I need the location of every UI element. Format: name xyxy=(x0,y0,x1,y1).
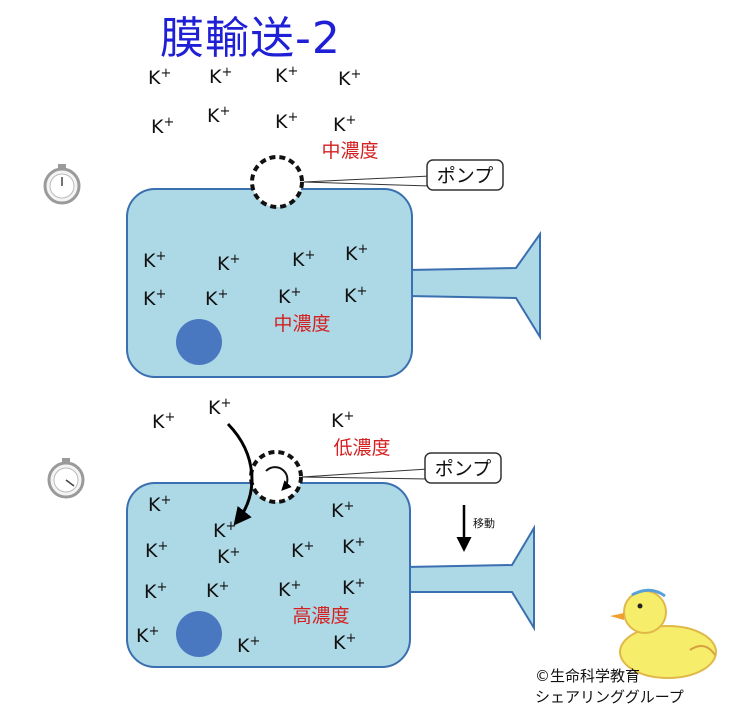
movement-label: 移動 xyxy=(473,516,495,530)
outside-concentration-label: 中濃度 xyxy=(321,140,378,162)
pump-callout-panel2: ポンプ xyxy=(301,452,502,484)
inside-concentration-label: 中濃度 xyxy=(273,313,330,335)
pump-channel-panel1 xyxy=(250,155,304,209)
potassium-ion-label: K+ xyxy=(148,66,171,89)
potassium-ion-label: K+ xyxy=(331,409,354,432)
nucleus xyxy=(176,319,222,365)
credit-line-1: ©生命科学教育 xyxy=(535,667,641,685)
stopwatch-icon xyxy=(43,164,81,205)
pump-channel-panel2 xyxy=(249,450,303,504)
potassium-ion-label: K+ xyxy=(275,110,298,133)
page-title: 膜輸送-2 xyxy=(160,13,341,64)
inside-ions-panel2: K+K+K+K+K+K+K+K+K+K+K+K+K+K+ xyxy=(136,493,365,657)
pump-label: ポンプ xyxy=(437,165,493,187)
credit-line-2: シェアリンググループ xyxy=(535,688,684,706)
outside-ions-panel2: K+ K+ K+ xyxy=(152,396,354,433)
potassium-ion-label: K+ xyxy=(208,396,231,419)
duck-mascot-illustration xyxy=(610,588,717,679)
potassium-ion-label: K+ xyxy=(275,64,298,87)
outside-concentration-label: 低濃度 xyxy=(333,437,390,459)
copyright-credit: ©生命科学教育 シェアリンググループ xyxy=(535,666,684,708)
rotation-arrow-icon xyxy=(265,466,292,491)
potassium-ion-label: K+ xyxy=(151,115,174,138)
neuron-cell-panel1 xyxy=(126,188,541,378)
nucleus xyxy=(176,611,222,657)
ion-transport-arrow xyxy=(226,422,254,526)
outside-ions-panel1: K+ K+ K+ K+ K+ K+ K+ K+ xyxy=(148,64,361,138)
potassium-ion-label: K+ xyxy=(338,67,361,90)
potassium-ion-label: K+ xyxy=(207,104,230,127)
stopwatch-icon xyxy=(47,458,85,499)
inside-concentration-label: 高濃度 xyxy=(292,605,349,627)
pump-callout-panel1: ポンプ xyxy=(303,159,504,191)
potassium-ion-label: K+ xyxy=(209,65,232,88)
potassium-ion-label: K+ xyxy=(333,113,356,136)
neuron-cell-panel2 xyxy=(126,482,535,668)
pump-label: ポンプ xyxy=(435,458,491,480)
potassium-ion-label: K+ xyxy=(152,410,175,433)
